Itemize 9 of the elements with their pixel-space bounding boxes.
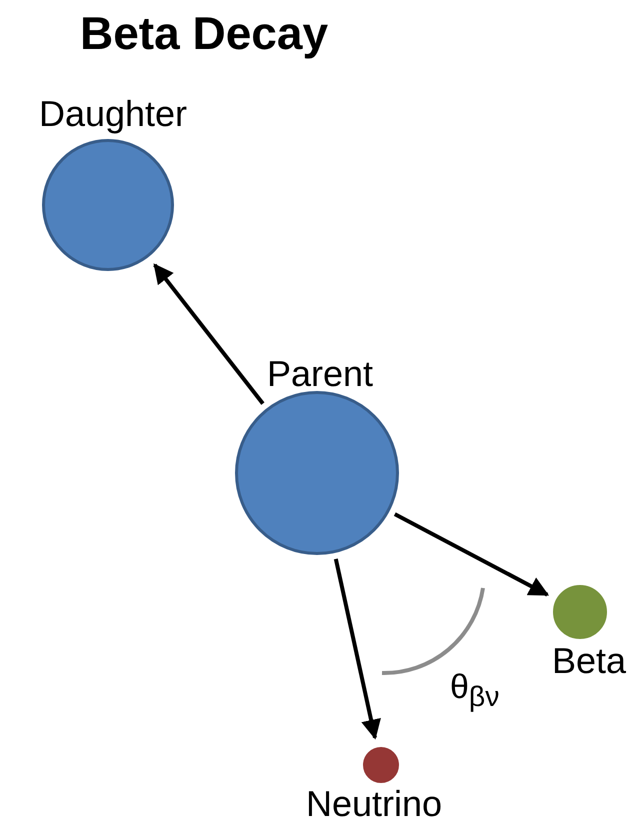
- arrow: [394, 512, 550, 596]
- arrow: [334, 558, 381, 740]
- arrow: [153, 263, 264, 405]
- diagram-title: Beta Decay: [80, 6, 328, 60]
- particle-label: Daughter: [38, 96, 188, 132]
- angle-label: θ$_{βν}$: [450, 668, 500, 714]
- particle-label: Neutrino: [306, 786, 442, 822]
- particle-label: Parent: [266, 356, 374, 392]
- particle-label: Beta: [552, 643, 626, 679]
